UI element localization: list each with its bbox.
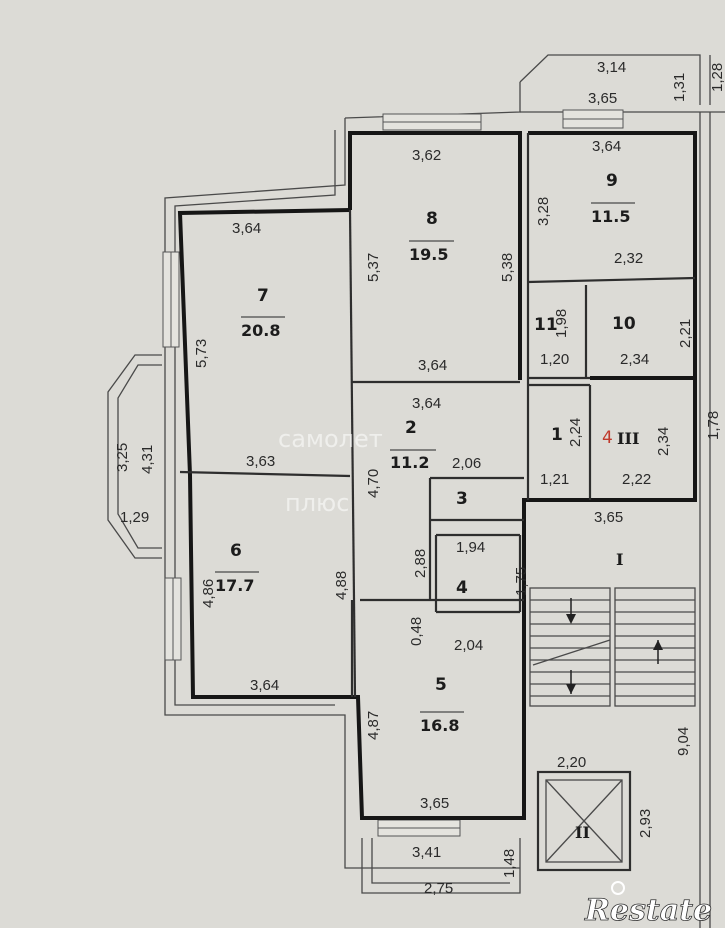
dimension-label: 2,34 <box>620 351 649 368</box>
room-1-number: 1 <box>551 425 563 445</box>
room-2-area: 11.2 <box>390 453 429 472</box>
utility-label: III <box>617 429 639 448</box>
room-9-number: 9 <box>606 171 618 191</box>
apartment-outline <box>177 131 697 820</box>
dimension-label: 2,93 <box>637 809 654 838</box>
dimension-label: 1,98 <box>553 309 570 338</box>
dimension-label: 5,73 <box>193 339 210 368</box>
dimension-label: 2,20 <box>557 754 586 771</box>
dimension-label: 2,04 <box>454 637 483 654</box>
dimension-label: 9,04 <box>675 727 692 756</box>
dimension-label: 3,62 <box>412 147 441 164</box>
watermark: самолет плюс <box>278 425 383 517</box>
dimension-label: 3,64 <box>232 220 261 237</box>
room-9-area: 11.5 <box>591 207 630 226</box>
dimension-label: плюс <box>285 489 349 517</box>
dimension-label: 3,41 <box>412 844 441 861</box>
dimension-label: 3,65 <box>420 795 449 812</box>
dimension-label: 2,21 <box>677 319 694 348</box>
dimension-label: 4,70 <box>365 469 382 498</box>
dimension-label: 1,28 <box>709 63 725 92</box>
dimension-label: 3,64 <box>592 138 621 155</box>
room-8-number: 8 <box>426 209 438 229</box>
windows <box>162 109 624 837</box>
dimension-label: 2,34 <box>655 427 672 456</box>
dimension-label: Restate <box>584 893 712 928</box>
dimension-label: 3,25 <box>114 443 131 472</box>
dimension-label: 3,14 <box>597 59 626 76</box>
dimension-label: 3,28 <box>535 197 552 226</box>
dimension-label: 2,22 <box>622 471 651 488</box>
dimension-label: 2,32 <box>614 250 643 267</box>
dimension-label: 1,78 <box>705 411 722 440</box>
dimension-label: 2,24 <box>567 418 584 447</box>
dimension-label: 1,48 <box>501 849 518 878</box>
dimension-label: 1,20 <box>540 351 569 368</box>
room-8-area: 19.5 <box>409 245 448 264</box>
lift-shaft <box>536 770 632 872</box>
dimension-label: 1,21 <box>540 471 569 488</box>
dimension-label: 4,87 <box>365 711 382 740</box>
room-11-number: 11 <box>534 315 558 335</box>
room-3-number: 3 <box>456 489 468 509</box>
room-6-number: 6 <box>230 541 242 561</box>
room-6-area: 17.7 <box>215 576 254 595</box>
dimension-label: 5,38 <box>499 253 516 282</box>
dimension-label: 3,64 <box>418 357 447 374</box>
interior-walls <box>179 112 711 928</box>
staircase <box>529 587 696 707</box>
dimension-label: 3,63 <box>246 453 275 470</box>
dimension-label: 0,48 <box>408 617 425 646</box>
room-4-number: 4 <box>456 578 468 598</box>
dimension-label: 5,37 <box>365 253 382 282</box>
stair-label: I <box>616 550 623 569</box>
dimension-label: 3,65 <box>594 509 623 526</box>
room-5-number: 5 <box>435 675 447 695</box>
dimension-label: 3,64 <box>250 677 279 694</box>
room-10-number: 10 <box>612 314 636 334</box>
dimension-label: 1,31 <box>671 73 688 102</box>
dimension-label: 1,75 <box>513 567 530 596</box>
dimension-label: 3,65 <box>588 90 617 107</box>
dimension-label: 1,29 <box>120 509 149 526</box>
lift-label: II <box>575 823 590 842</box>
room-7-area: 20.8 <box>241 321 280 340</box>
dimension-label: 2,06 <box>452 455 481 472</box>
dimension-label: 2,75 <box>424 880 453 897</box>
room-5-area: 16.8 <box>420 716 459 735</box>
dimension-label: 4,86 <box>200 579 217 608</box>
room-2-number: 2 <box>405 418 417 438</box>
red-marker: 4 <box>602 428 613 448</box>
dimension-label: 1,94 <box>456 539 485 556</box>
room-7-number: 7 <box>257 286 269 306</box>
dimension-label: 4,31 <box>139 445 156 474</box>
room-labels: 1 2 11.2 3 4 5 16.8 6 17.7 7 20.8 8 19.5… <box>215 171 639 842</box>
restate-logo: Restate <box>584 881 713 928</box>
dimension-label: самолет <box>278 425 383 453</box>
dimension-label: 4,88 <box>333 571 350 600</box>
dimensions: 3,14 1,31 1,28 3,65 3,64 3,28 2,32 3,62 … <box>114 59 725 897</box>
dimension-label: 2,88 <box>412 549 429 578</box>
dimension-label: 3,64 <box>412 395 441 412</box>
